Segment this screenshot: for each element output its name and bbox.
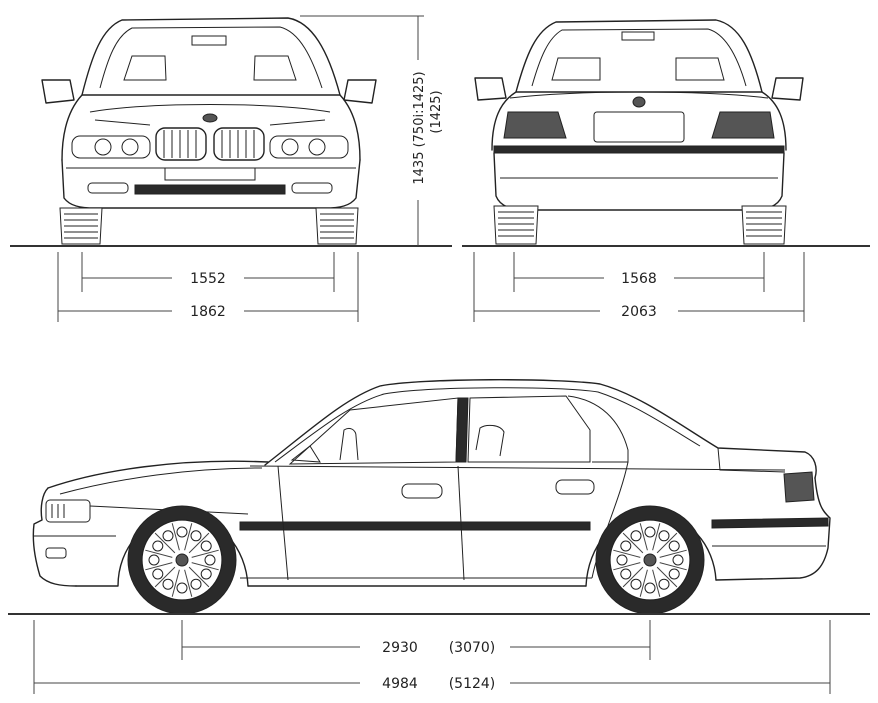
rear-wheel-rim bbox=[613, 523, 687, 597]
height-dimension: 1435 (750i:1425) (1425) bbox=[300, 15, 444, 246]
rim-spoke bbox=[639, 523, 648, 551]
front-dimensions: 1552 1862 bbox=[57, 252, 359, 322]
rim-hole bbox=[620, 568, 632, 580]
rim-hole bbox=[190, 530, 202, 542]
front-width-label: 1862 bbox=[190, 304, 226, 320]
rim-spoke bbox=[613, 549, 641, 558]
rim-spoke bbox=[184, 569, 193, 597]
length-label: 4984 bbox=[382, 676, 418, 692]
rear-track-label: 1568 bbox=[621, 271, 657, 287]
rim-hole bbox=[644, 582, 656, 594]
rim-spoke bbox=[639, 569, 648, 597]
rim-spoke bbox=[652, 569, 661, 597]
rim-hole bbox=[190, 578, 202, 590]
rim-spoke bbox=[622, 566, 644, 588]
rim-spoke bbox=[171, 523, 180, 551]
rim-spoke bbox=[154, 532, 176, 554]
rim-hole bbox=[644, 526, 656, 538]
rim-spoke bbox=[171, 569, 180, 597]
rim-hole bbox=[148, 554, 160, 566]
side-dimensions: 2930 (3070) 4984 (5124) bbox=[33, 620, 831, 694]
rim-spoke bbox=[659, 549, 687, 558]
rim-hole bbox=[162, 530, 174, 542]
length-alt-label: (5124) bbox=[449, 676, 496, 692]
rim-hole bbox=[204, 554, 216, 566]
rim-spoke bbox=[154, 566, 176, 588]
rear-dimensions: 1568 2063 bbox=[473, 252, 805, 322]
rim-spoke bbox=[613, 562, 641, 571]
rim-spoke bbox=[184, 523, 193, 551]
rim-hole bbox=[668, 540, 680, 552]
rim-spoke bbox=[188, 566, 210, 588]
rim-spoke bbox=[652, 523, 661, 551]
rim-hole bbox=[152, 540, 164, 552]
wheelbase-alt-label: (3070) bbox=[449, 640, 496, 656]
rim-hole bbox=[658, 530, 670, 542]
front-track-label: 1552 bbox=[190, 271, 226, 287]
side-view bbox=[32, 379, 831, 615]
rim-spoke bbox=[656, 532, 678, 554]
rim-hole bbox=[658, 578, 670, 590]
rim-spoke bbox=[659, 562, 687, 571]
rim-spoke bbox=[145, 549, 173, 558]
rim-spoke bbox=[145, 562, 173, 571]
rim-spoke bbox=[191, 549, 219, 558]
rim-hole bbox=[162, 578, 174, 590]
rim-hole bbox=[620, 540, 632, 552]
front-view bbox=[41, 17, 377, 245]
rim-hole bbox=[200, 540, 212, 552]
height-label: 1435 (750i:1425) bbox=[412, 71, 427, 184]
rim-hole bbox=[672, 554, 684, 566]
rear-view bbox=[474, 19, 804, 245]
rim-hole bbox=[176, 526, 188, 538]
rim-hole bbox=[176, 582, 188, 594]
wheelbase-label: 2930 bbox=[382, 640, 418, 656]
height-alt-label: (1425) bbox=[429, 90, 444, 133]
rim-spoke bbox=[622, 532, 644, 554]
rim-hole bbox=[200, 568, 212, 580]
rim-spoke bbox=[191, 562, 219, 571]
front-wheel-rim bbox=[145, 523, 219, 597]
rim-hole bbox=[630, 530, 642, 542]
rear-width-label: 2063 bbox=[621, 304, 657, 320]
rim-hole bbox=[668, 568, 680, 580]
rim-hole bbox=[630, 578, 642, 590]
rim-spoke bbox=[188, 532, 210, 554]
rim-spoke bbox=[656, 566, 678, 588]
rim-hole bbox=[152, 568, 164, 580]
rim-hole bbox=[616, 554, 628, 566]
